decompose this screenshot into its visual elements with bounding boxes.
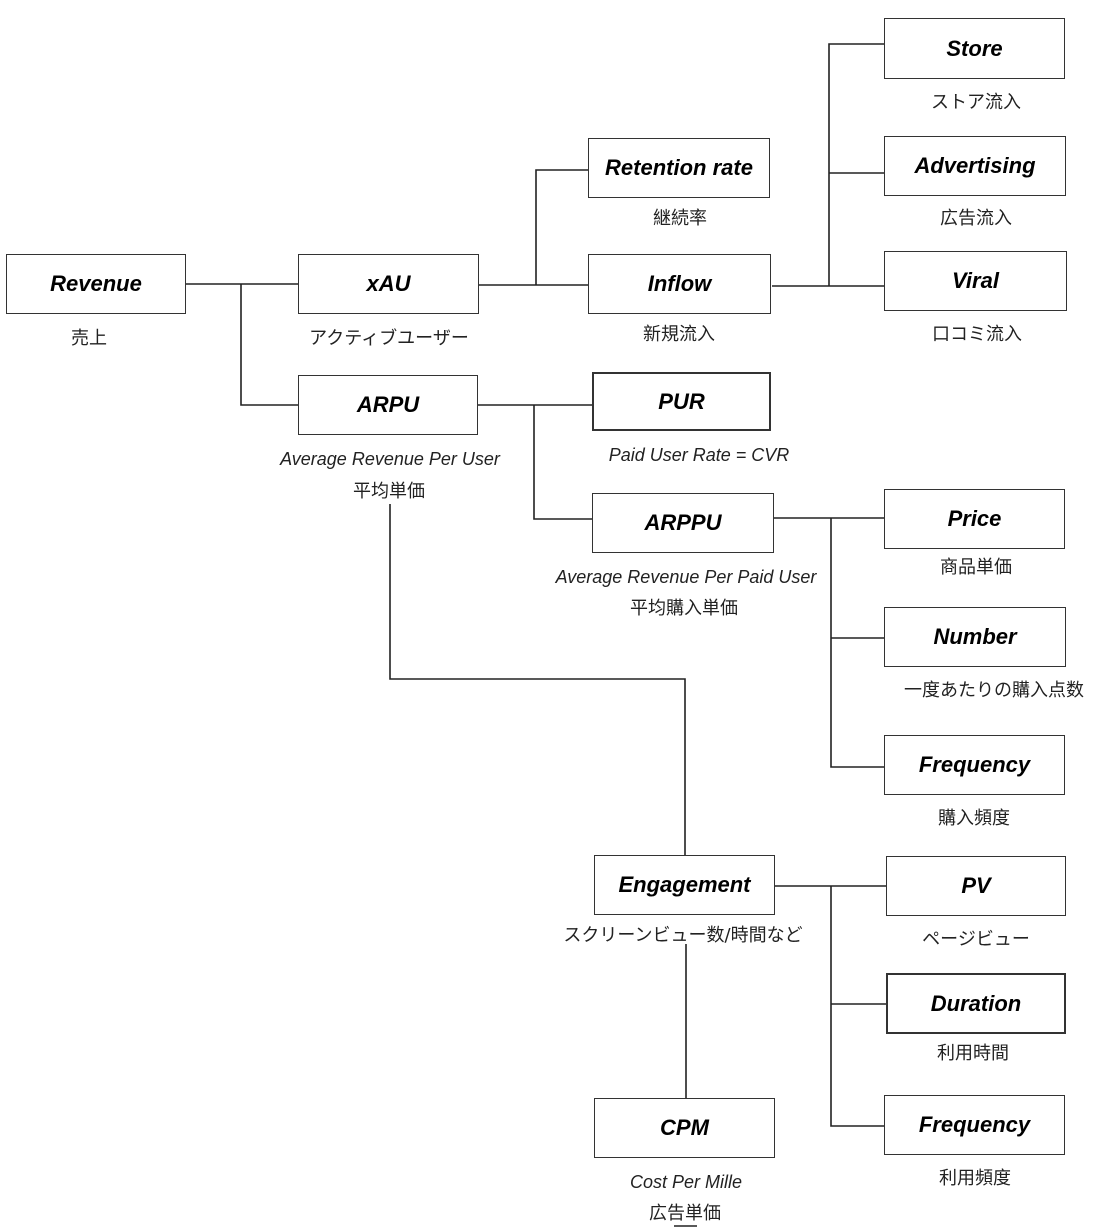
caption-duration: 利用時間 [937,1043,1009,1064]
caption-inflow: 新規流入 [643,324,715,345]
node-cpm: CPM [594,1098,775,1158]
node-xau: xAU [298,254,479,314]
node-frequency-purchase: Frequency [884,735,1065,795]
node-pur-label: PUR [658,388,705,414]
node-number: Number [884,607,1066,667]
connector-revenue-arpu [240,284,298,406]
node-revenue: Revenue [6,254,186,314]
node-retention-rate-label: Retention rate [605,155,753,180]
caption-store: ストア流入 [931,92,1021,113]
caption-arppu: 平均購入単価 [630,598,738,619]
connector-xau-retention [535,169,588,285]
connector-arpu-arppu [533,405,592,520]
caption-number: 一度あたりの購入点数 [904,680,1084,701]
caption-cpm: 広告単価 [649,1203,721,1224]
node-arpu-label: ARPU [356,392,420,417]
node-arppu-label: ARPPU [644,510,722,535]
node-revenue-label: Revenue [50,271,142,296]
caption-arppu-english: Average Revenue Per Paid User [555,567,817,587]
node-arppu: ARPPU [592,493,774,553]
connector-arpu-engagement [389,504,686,855]
caption-xau: アクティブユーザー [309,328,469,349]
caption-arpu: 平均単価 [353,481,425,502]
node-pur: PUR [592,372,771,431]
caption-retention-rate: 継続率 [653,208,707,229]
node-advertising: Advertising [884,136,1066,196]
caption-price: 商品単価 [940,557,1012,578]
node-pv: PV [886,856,1066,916]
node-price-label: Price [947,506,1002,531]
caption-engagement: スクリーンビュー数/時間など [563,925,803,946]
node-inflow: Inflow [588,254,771,314]
node-pv-label: PV [961,873,991,898]
connector-inflow-store [828,43,884,286]
connector-arppu-frequency [830,518,884,768]
node-viral: Viral [884,251,1067,311]
node-frequency-usage-label: Frequency [918,1112,1031,1137]
caption-cpm-english: Cost Per Mille [629,1172,743,1192]
node-advertising-label: Advertising [914,153,1036,178]
node-store: Store [884,18,1065,79]
caption-frequency-usage: 利用頻度 [939,1168,1011,1189]
node-store-label: Store [946,35,1003,61]
node-engagement-label: Engagement [618,872,751,897]
node-duration-label: Duration [930,990,1022,1016]
node-cpm-label: CPM [660,1115,709,1140]
node-duration: Duration [886,973,1066,1034]
caption-arpu-english: Average Revenue Per User [280,449,500,469]
node-price: Price [884,489,1065,549]
node-inflow-label: Inflow [647,271,712,296]
node-retention-rate: Retention rate [588,138,770,198]
caption-pv: ページビュー [922,929,1030,950]
node-number-label: Number [933,624,1017,649]
node-arpu: ARPU [298,375,478,435]
caption-viral: 口コミ流入 [932,324,1022,345]
connector-engagement-frequency [830,886,884,1127]
node-engagement: Engagement [594,855,775,915]
node-viral-label: Viral [952,268,999,293]
caption-pur-english: Paid User Rate = CVR [608,445,790,465]
caption-revenue: 売上 [71,328,107,349]
caption-frequency-purchase: 購入頻度 [938,808,1010,829]
node-frequency-purchase-label: Frequency [918,752,1031,777]
node-frequency-usage: Frequency [884,1095,1065,1155]
node-xau-label: xAU [366,271,411,296]
caption-advertising: 広告流入 [940,208,1012,229]
